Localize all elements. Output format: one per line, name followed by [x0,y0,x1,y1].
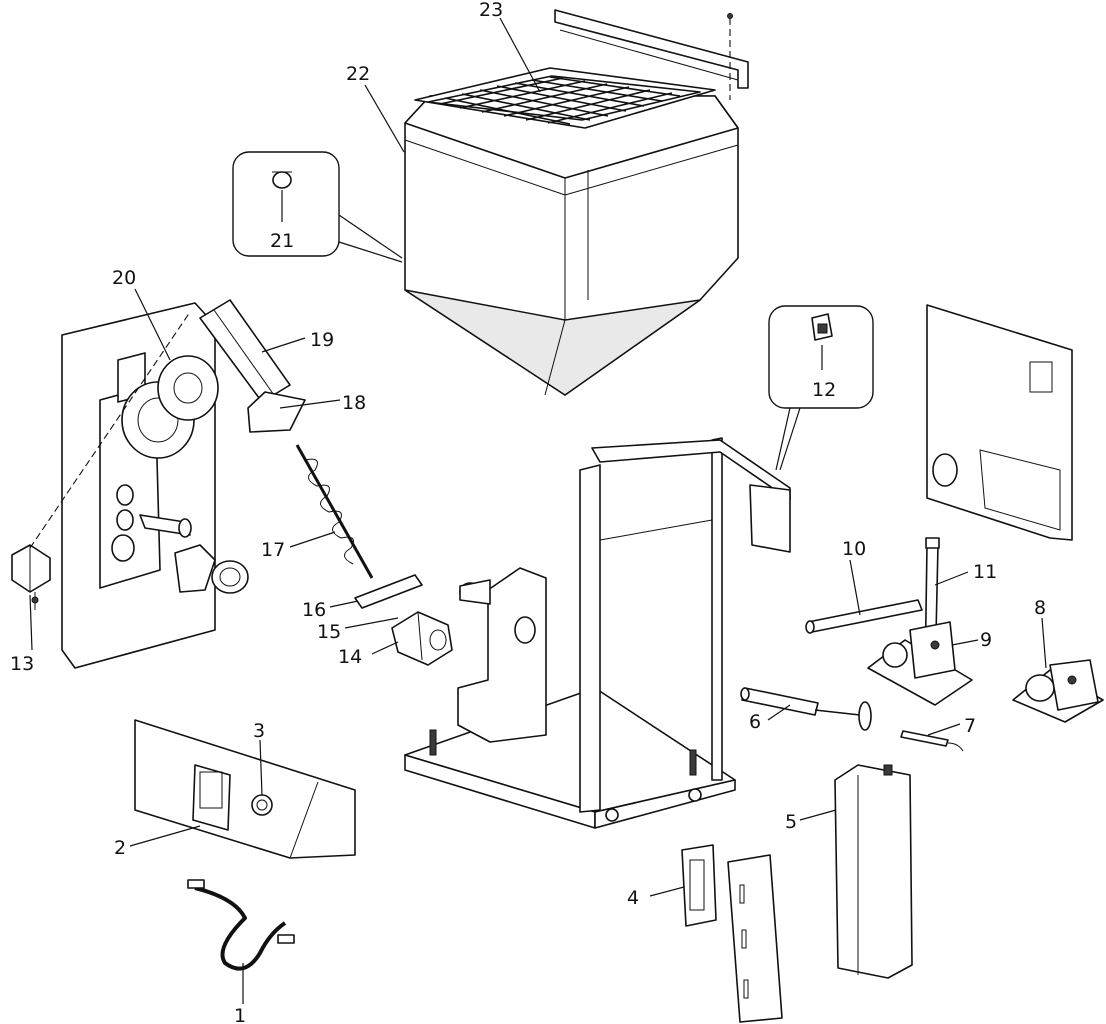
label-12: 12 [812,379,836,401]
pipe-part-10 [805,599,923,634]
label-4: 4 [627,887,639,909]
label-3: 3 [253,720,265,742]
expansion-vessel-part-5 [834,764,913,979]
sensor-part-7 [900,730,964,752]
label-13: 13 [10,653,34,675]
mount-plate-part-16 [354,574,423,609]
gear-motor-part-14 [391,611,453,666]
mounting-rail [727,854,783,1023]
heating-element-part-6 [740,687,872,731]
auger-part-17 [295,444,374,579]
flange-part-20 [121,355,219,459]
pump-assembly-part-8 [1012,659,1104,723]
label-22: 22 [346,63,370,85]
fan-part-13 [11,544,51,610]
label-15: 15 [317,621,341,643]
label-21: 21 [270,230,294,252]
label-20: 20 [112,267,136,289]
leader-lines [29,17,1047,1004]
label-14: 14 [338,646,362,668]
label-9: 9 [980,629,992,651]
label-10: 10 [842,538,866,560]
label-2: 2 [114,837,126,859]
top-rail-bracket [554,9,749,100]
label-6: 6 [749,711,761,733]
label-17: 17 [261,539,285,561]
grate-part-23 [414,67,716,129]
callout-box-12 [768,305,874,471]
callout-box-21 [232,151,403,263]
connector-block [174,544,249,594]
label-11: 11 [973,561,997,583]
heat-exchanger-body [457,567,547,743]
cable-part-1 [187,879,295,971]
back-panel [926,304,1073,541]
label-23: 23 [479,0,503,21]
hopper-part-22 [404,95,739,396]
part-labels: 1 2 3 4 5 6 7 8 9 10 11 12 13 14 15 16 1… [10,0,1046,1024]
label-19: 19 [310,329,334,351]
bracket-part-4 [681,844,717,927]
burner-tube-part-19 [199,299,306,433]
pump-assembly-part-9 [867,621,973,706]
label-1: 1 [234,1005,246,1024]
label-5: 5 [785,811,797,833]
label-7: 7 [964,715,976,737]
label-16: 16 [302,599,326,621]
label-8: 8 [1034,597,1046,619]
frame-uprights [579,437,791,813]
label-18: 18 [342,392,366,414]
control-panel-part-2 [134,719,356,859]
base-frame [404,687,736,829]
